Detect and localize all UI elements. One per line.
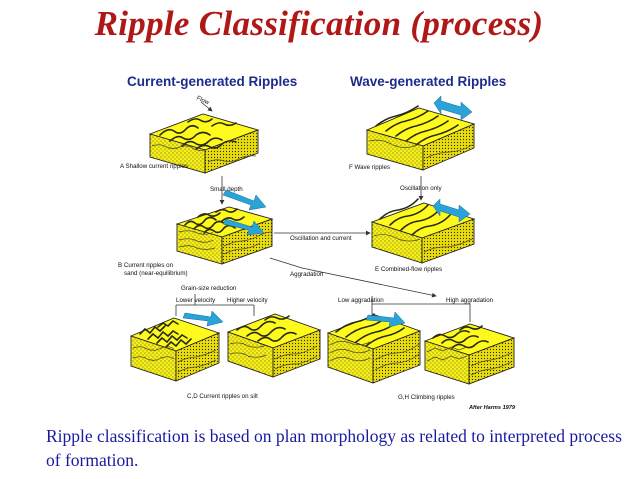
label-oscillation-only: Oscillation only <box>400 185 443 192</box>
oscillation-arrow-icon-f <box>433 95 473 121</box>
block-g-climbing-ripples-low-aggradation <box>326 313 422 384</box>
label-e: E Combined-flow ripples <box>375 266 442 273</box>
connector-aggradation-split <box>371 296 471 322</box>
current-arrow-icon-g <box>365 311 406 328</box>
label-grain-size-reduction: Grain-size reduction <box>181 285 237 292</box>
flow-direction-arrow <box>200 101 213 112</box>
connector-grain-size <box>175 294 255 316</box>
block-h-climbing-ripples-high-aggradation <box>423 323 516 385</box>
blue-arrows <box>182 95 473 328</box>
label-cd: C,D Current ripples on silt <box>187 393 258 400</box>
caption-text: Ripple classification is based on plan m… <box>46 426 622 470</box>
current-ripples-heading: Current-generated Ripples <box>127 74 298 89</box>
label-low-aggradation: Low aggradation <box>338 297 384 304</box>
label-a: A Shallow current ripples <box>120 163 188 170</box>
label-b-line1: B Current ripples on <box>118 262 174 269</box>
slide-title: Ripple Classification (process) <box>94 4 544 43</box>
block-b-current-ripples-on-sand <box>175 206 274 265</box>
label-small-depth: Small depth <box>210 186 243 193</box>
label-b-line2: sand (near-equilibrium) <box>124 270 188 277</box>
label-lower-velocity: Lower velocity <box>176 297 216 304</box>
block-c-ripples-lower-velocity <box>129 317 221 382</box>
credit-label: After Harms 1979 <box>468 405 516 411</box>
label-higher-velocity: Higher velocity <box>227 297 268 304</box>
process-connectors <box>175 176 471 322</box>
current-arrow-icon-b <box>222 218 265 236</box>
block-a-shallow-current-ripples <box>148 113 260 174</box>
label-high-aggradation: High aggradation <box>446 297 494 304</box>
current-arrow-icon-c <box>182 310 224 327</box>
flow-label: Flow <box>195 95 210 107</box>
connector-aggradation <box>269 257 437 298</box>
current-arrow-icon-a <box>222 189 267 211</box>
label-oscillation-current: Oscillation and current <box>290 235 352 242</box>
oscillation-arrow-icon-e <box>432 198 471 223</box>
block-d-ripples-higher-velocity <box>226 313 322 378</box>
label-f: F Wave ripples <box>349 164 390 171</box>
ripple-classification-figure: Flow A Shallow current ripples F Wave ri… <box>118 95 516 411</box>
label-gh: G,H Climbing ripples <box>398 394 455 401</box>
wave-ripples-heading: Wave-generated Ripples <box>350 74 507 89</box>
label-aggradation: Aggradation <box>290 271 324 278</box>
block-e-combined-flow-ripples <box>370 198 476 264</box>
block-f-wave-ripples <box>365 105 476 171</box>
